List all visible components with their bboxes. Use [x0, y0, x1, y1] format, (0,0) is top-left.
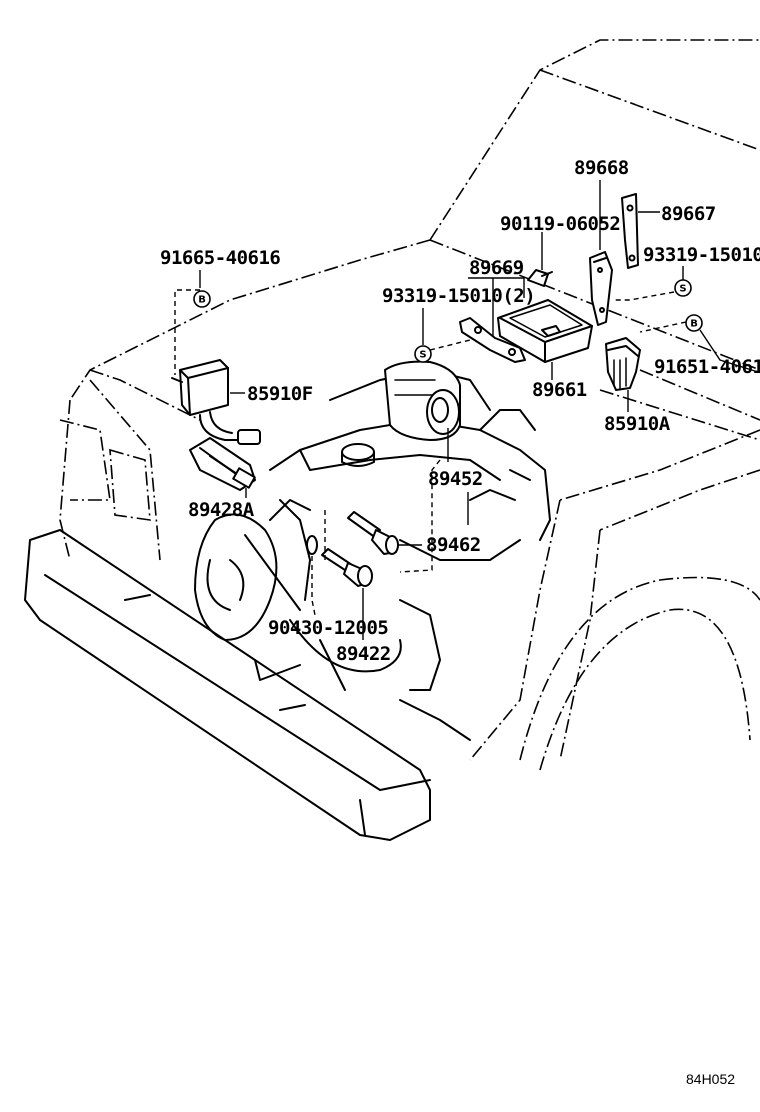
relay-85910a — [605, 337, 641, 391]
label-89668: 89668 — [574, 157, 629, 179]
badge-b-91665-text: B — [198, 295, 206, 306]
label-89452: 89452 — [428, 468, 483, 490]
label-91651-40615: 91651-40615 — [654, 356, 760, 378]
engine-block — [269, 360, 551, 741]
label-89428a: 89428A — [188, 499, 255, 521]
cooling-fan — [194, 499, 402, 691]
part-labels: 89668 89667 90119-06052 91665-40616 8966… — [160, 157, 760, 1087]
bracket-89668 — [589, 251, 613, 326]
badge-s-93319-left-text: S — [419, 350, 426, 361]
label-91665-40616: 91665-40616 — [160, 247, 280, 269]
label-93319-15010-right: 93319-15010 — [643, 244, 760, 266]
sensor-89422 — [306, 535, 373, 587]
badge-b-91651-text: B — [690, 319, 698, 330]
diagram-code: 84H052 — [686, 1071, 735, 1087]
leader-lines — [174, 180, 759, 640]
label-90430-12005: 90430-12005 — [268, 617, 388, 639]
label-89669: 89669 — [469, 257, 524, 279]
label-89422: 89422 — [336, 643, 391, 665]
badge-b-91665: B — [193, 290, 211, 308]
badge-b-91651: B — [685, 314, 703, 332]
badge-s-93319-right: S — [674, 279, 692, 297]
bracket-89667 — [621, 193, 639, 269]
badge-s-93319-right-text: S — [679, 284, 686, 295]
ecu-89661 — [459, 299, 593, 363]
label-93319-15010-2: 93319-15010(2) — [382, 285, 535, 307]
label-85910a: 85910A — [604, 413, 671, 435]
label-89462: 89462 — [426, 534, 481, 556]
front-bumper — [24, 529, 431, 841]
label-85910f: 85910F — [247, 383, 313, 405]
label-90119-06052: 90119-06052 — [500, 213, 620, 235]
relay-85910f — [171, 359, 261, 445]
label-89661: 89661 — [532, 379, 587, 401]
badge-s-93319-left: S — [414, 345, 432, 363]
sensor-89428a — [189, 437, 256, 491]
label-89667: 89667 — [661, 203, 716, 225]
vehicle-body-outline — [59, 39, 760, 771]
sensor-89462 — [347, 511, 399, 555]
bolt-90119 — [527, 269, 553, 287]
